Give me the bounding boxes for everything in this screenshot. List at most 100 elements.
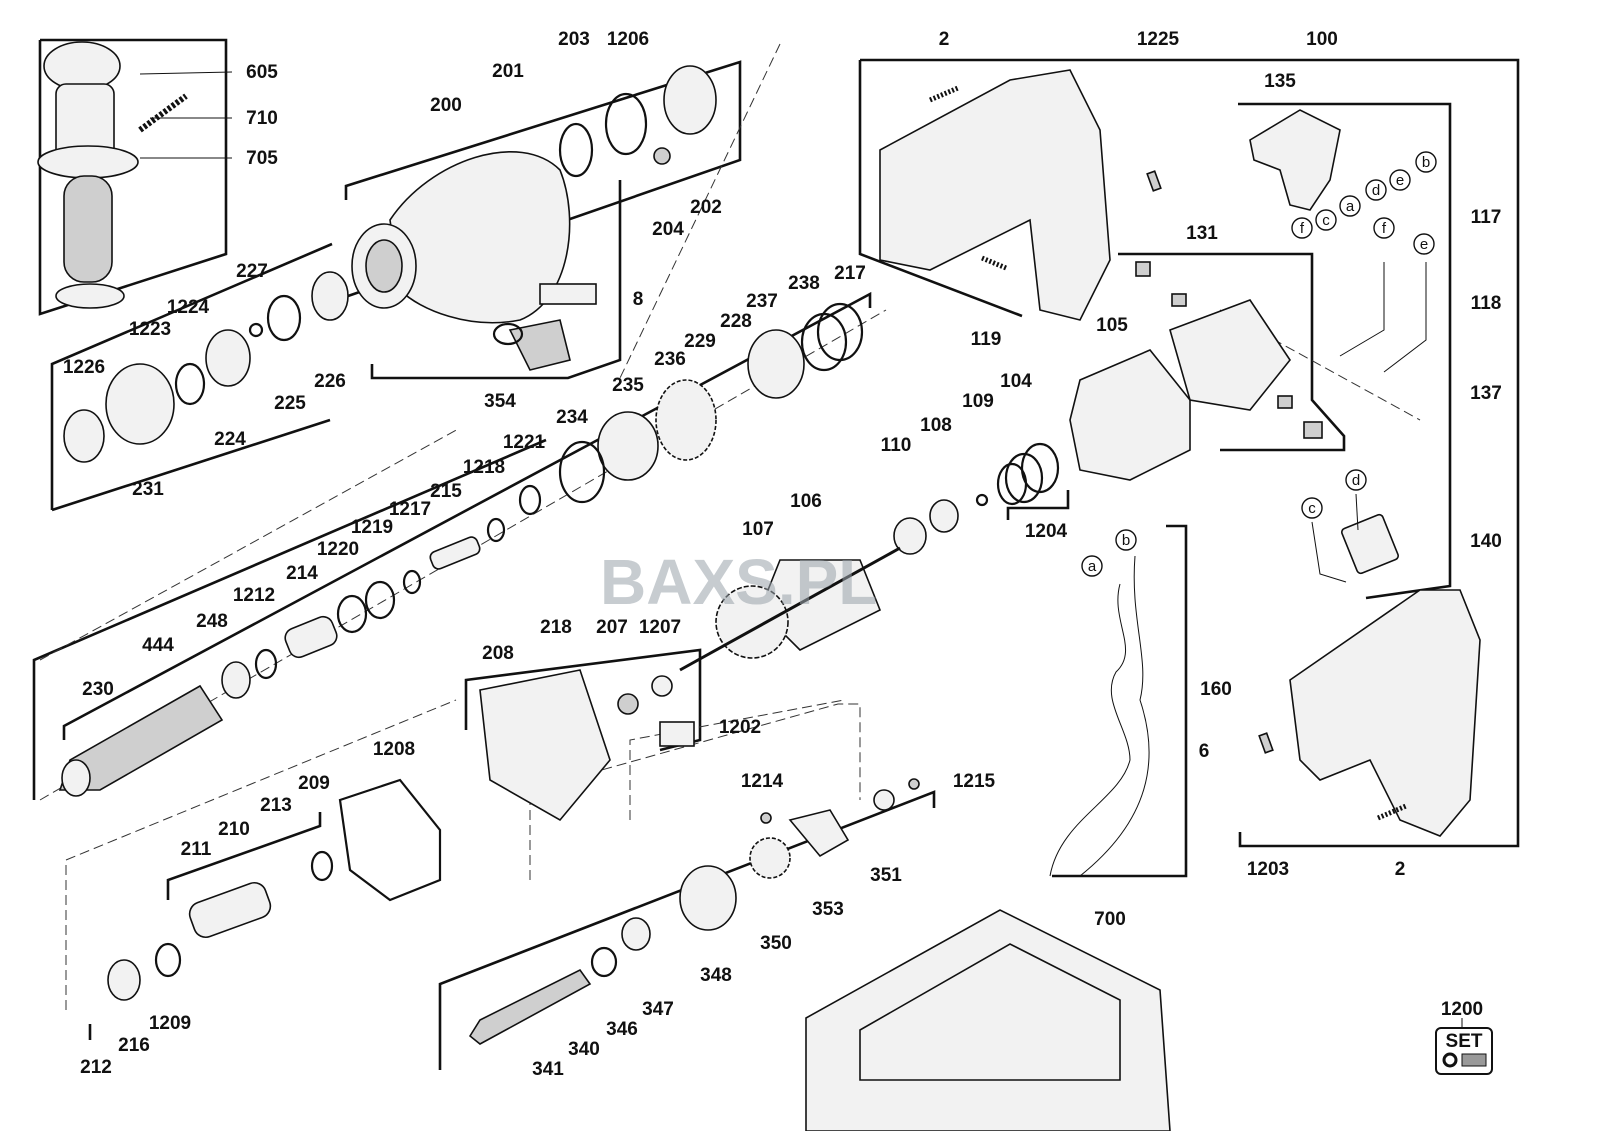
- part-label: 1217: [389, 499, 431, 520]
- part-label: 224: [214, 429, 246, 450]
- part-label: 1204: [1025, 521, 1068, 542]
- part-label: 107: [742, 519, 774, 540]
- part-label: 350: [760, 933, 792, 954]
- part-label: 230: [82, 679, 114, 700]
- wire-marker-letter: e: [1396, 172, 1404, 189]
- part-label: 353: [812, 899, 844, 920]
- carry-case: [805, 909, 1171, 1131]
- wire-marker-letter: f: [1382, 220, 1387, 237]
- part-label: 1203: [1247, 859, 1289, 880]
- wire-marker: b: [1115, 529, 1137, 551]
- part-label: 1200: [1441, 999, 1483, 1020]
- part-label: 1219: [351, 517, 393, 538]
- wire-marker-letter: a: [1088, 558, 1097, 575]
- wire-marker: b: [1415, 151, 1437, 173]
- part-label: 215: [430, 481, 462, 502]
- part-label: 248: [196, 611, 228, 632]
- part-label: 207: [596, 617, 628, 638]
- part-label: 160: [1200, 679, 1232, 700]
- part-label: 1207: [639, 617, 681, 638]
- wire-marker: c: [1315, 209, 1337, 231]
- part-label: 235: [612, 375, 644, 396]
- part-label: 201: [492, 61, 524, 82]
- part-label: 227: [236, 261, 268, 282]
- part-label: 1221: [503, 432, 546, 453]
- wire-marker-letter: c: [1308, 500, 1316, 517]
- lower-gear-parts: [107, 669, 920, 1045]
- part-label: 710: [246, 108, 278, 129]
- part-label: 238: [788, 273, 820, 294]
- part-label: 211: [181, 839, 212, 860]
- wire-marker-letter: a: [1346, 198, 1355, 215]
- wire-marker: e: [1413, 233, 1435, 255]
- part-label: 209: [298, 773, 330, 794]
- part-label: 1208: [373, 739, 415, 760]
- part-label: 236: [654, 349, 686, 370]
- part-label: 231: [132, 479, 164, 500]
- part-label: 2: [1395, 859, 1406, 880]
- part-label: 212: [80, 1057, 112, 1078]
- group-brackets: [32, 38, 1520, 1070]
- wire-marker-letter: d: [1372, 182, 1380, 199]
- part-label: 208: [482, 643, 514, 664]
- part-label: 105: [1096, 315, 1128, 336]
- housing-right: [1258, 589, 1481, 837]
- part-label: 234: [556, 407, 588, 428]
- wire-marker: f: [1291, 217, 1313, 239]
- part-label: 110: [881, 435, 912, 456]
- part-label: 225: [274, 393, 306, 414]
- wire-marker: e: [1389, 169, 1411, 191]
- part-label: 226: [314, 371, 346, 392]
- part-label: 108: [920, 415, 952, 436]
- wire-marker-letter: d: [1352, 472, 1360, 489]
- wire-marker-letter: c: [1322, 212, 1330, 229]
- part-label: 203: [558, 29, 590, 50]
- part-label: 1220: [317, 539, 359, 560]
- part-label: 131: [1186, 223, 1218, 244]
- part-label: 1215: [953, 771, 996, 792]
- wire-marker: a: [1081, 555, 1103, 577]
- set-badge-text: SET: [1446, 1031, 1483, 1052]
- part-label: 705: [246, 148, 278, 169]
- part-label: 1206: [607, 29, 649, 50]
- watermark: BAXS.PL: [600, 546, 877, 618]
- part-label: 202: [690, 197, 722, 218]
- gearbox-housing: [351, 65, 717, 371]
- part-label: 6: [1199, 741, 1210, 762]
- part-label: 351: [870, 865, 902, 886]
- wire-marker-letter: e: [1420, 236, 1428, 253]
- part-label: 117: [1471, 207, 1502, 228]
- part-label: 340: [568, 1039, 600, 1060]
- alignment-guides: [39, 43, 1421, 1010]
- part-label: 106: [790, 491, 822, 512]
- part-label: 140: [1470, 531, 1502, 552]
- wire-marker: d: [1345, 469, 1367, 491]
- wire-marker: d: [1365, 179, 1387, 201]
- wire-marker: f: [1373, 217, 1395, 239]
- part-label: 137: [1470, 383, 1502, 404]
- part-label: 1218: [463, 457, 505, 478]
- set-badge: SET: [1435, 1018, 1493, 1075]
- part-label: 109: [962, 391, 994, 412]
- part-label: 1224: [167, 297, 210, 318]
- wire-marker-letter: b: [1422, 154, 1430, 171]
- part-label: 1226: [63, 357, 105, 378]
- part-label: 1202: [719, 717, 761, 738]
- part-label: 118: [1471, 293, 1502, 314]
- brushes-and-cable: [1049, 493, 1399, 877]
- part-label: 605: [246, 62, 278, 83]
- part-label: 214: [286, 563, 318, 584]
- wire-marker: a: [1339, 195, 1361, 217]
- part-label: 346: [606, 1019, 638, 1040]
- motor-parts: [679, 261, 1323, 672]
- part-label: 444: [142, 635, 174, 656]
- wire-marker-letter: b: [1122, 532, 1130, 549]
- part-label: 1223: [129, 319, 171, 340]
- part-label: 135: [1264, 71, 1296, 92]
- part-label: 8: [633, 289, 644, 310]
- side-handle: [37, 41, 233, 309]
- parts: [37, 41, 1481, 1131]
